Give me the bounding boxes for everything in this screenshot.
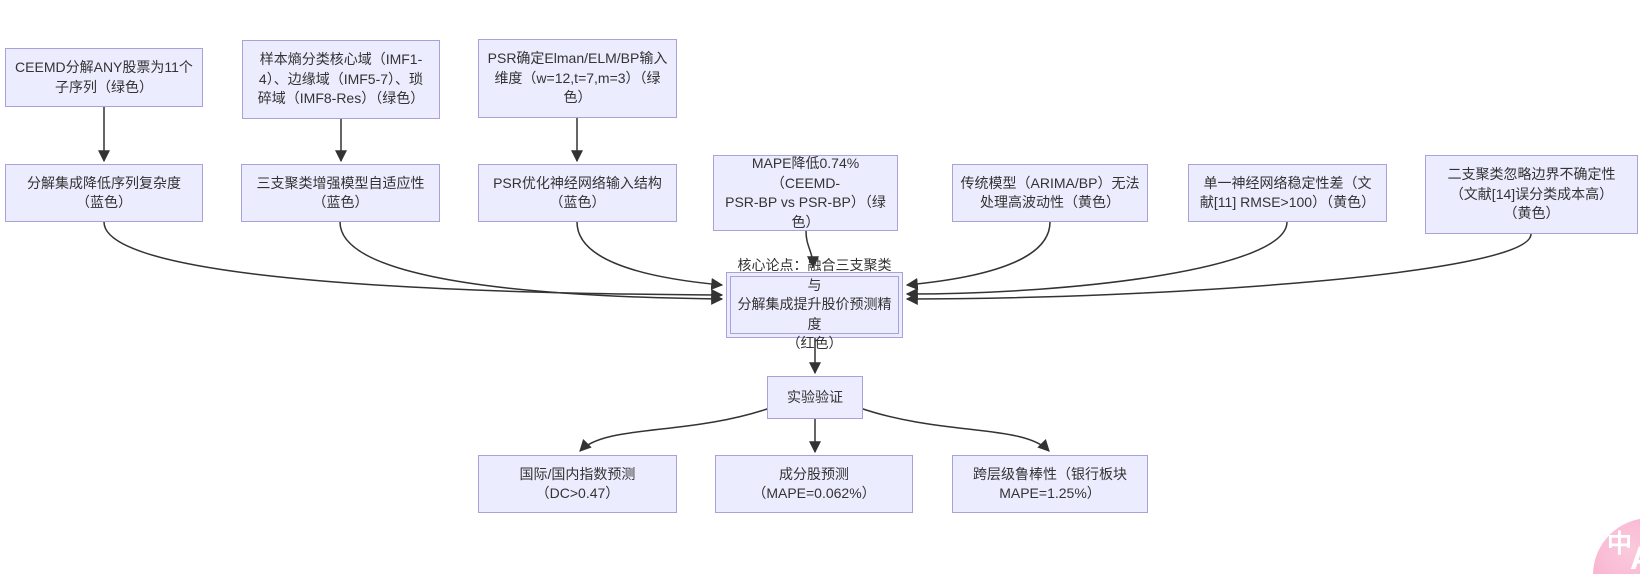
node-label: 核心论点：融合三支聚类与 分解集成提升股价预测精度 （红色） xyxy=(737,257,892,352)
node-label: 二支聚类忽略边界不确定性 （文献[14]误分类成本高） （黄色） xyxy=(1447,166,1616,222)
node-label: 样本熵分类核心域（IMF1- 4）、边缘域（IMF5-7）、琐 碎域（IMF8-… xyxy=(257,51,425,107)
node-single-nn-unstable: 单一神经网络稳定性差（文 献[11] RMSE>100）（黄色） xyxy=(1188,164,1387,222)
node-robustness: 跨层级鲁棒性（银行板块 MAPE=1.25%） xyxy=(952,455,1148,513)
edge-traditional-to-core xyxy=(905,221,1051,290)
node-core-thesis: 核心论点：融合三支聚类与 分解集成提升股价预测精度 （红色） xyxy=(726,257,903,351)
edge-complexity-to-core xyxy=(103,221,724,301)
node-label: MAPE降低0.74%（CEEMD- PSR-BP vs PSR-BP）（绿 色… xyxy=(725,155,886,230)
node-sample-entropy: 样本熵分类核心域（IMF1- 4）、边缘域（IMF5-7）、琐 碎域（IMF8-… xyxy=(242,40,440,119)
node-label: 实验验证 xyxy=(787,388,843,405)
node-experiment: 实验验证 xyxy=(767,376,863,419)
node-label: 传统模型（ARIMA/BP）无法 处理高波动性（黄色） xyxy=(960,174,1140,211)
edge-experiment-to-index xyxy=(579,407,771,452)
translate-en-glyph: A xyxy=(1630,540,1640,574)
node-label: 单一神经网络稳定性差（文 献[11] RMSE>100）（黄色） xyxy=(1199,174,1376,211)
node-psr-structure: PSR优化神经网络输入结构 （蓝色） xyxy=(478,164,677,222)
translate-zh-glyph: 中 xyxy=(1607,530,1633,558)
node-label: CEEMD分解ANY股票为11个 子序列（绿色） xyxy=(15,59,193,95)
translate-button[interactable]: 中 A xyxy=(1593,518,1640,574)
node-label: 国际/国内指数预测 （DC>0.47） xyxy=(519,465,636,502)
node-label: PSR确定Elman/ELM/BP输入 维度（w=12,t=7,m=3）（绿 色… xyxy=(487,50,668,106)
node-mape-improve: MAPE降低0.74%（CEEMD- PSR-BP vs PSR-BP）（绿 色… xyxy=(713,155,898,231)
edge-structure-to-core xyxy=(576,221,724,290)
node-threeway-adaptive: 三支聚类增强模型自适应性 （蓝色） xyxy=(241,164,440,222)
edge-singlenn-to-core xyxy=(905,221,1288,300)
node-label: 三支聚类增强模型自适应性 （蓝色） xyxy=(256,174,425,211)
node-twoway-limit: 二支聚类忽略边界不确定性 （文献[14]误分类成本高） （黄色） xyxy=(1425,155,1638,234)
node-index-forecast: 国际/国内指数预测 （DC>0.47） xyxy=(478,455,677,513)
edge-twoway-to-core xyxy=(905,233,1532,305)
node-label: 成分股预测 （MAPE=0.062%） xyxy=(752,465,876,502)
node-label: 跨层级鲁棒性（银行板块 MAPE=1.25%） xyxy=(973,465,1127,502)
node-label: PSR优化神经网络输入结构 （蓝色） xyxy=(493,174,662,211)
node-traditional-limit: 传统模型（ARIMA/BP）无法 处理高波动性（黄色） xyxy=(952,164,1148,222)
edge-adaptive-to-core xyxy=(339,221,724,305)
node-decompose-complexity: 分解集成降低序列复杂度 （蓝色） xyxy=(5,164,203,222)
node-ceemd-decompose: CEEMD分解ANY股票为11个 子序列（绿色） xyxy=(5,48,203,107)
node-label: 分解集成降低序列复杂度 （蓝色） xyxy=(27,174,181,211)
node-psr-dimension: PSR确定Elman/ELM/BP输入 维度（w=12,t=7,m=3）（绿 色… xyxy=(478,39,677,118)
edge-experiment-to-robustness xyxy=(859,407,1050,452)
node-constituent-forecast: 成分股预测 （MAPE=0.062%） xyxy=(715,455,913,513)
